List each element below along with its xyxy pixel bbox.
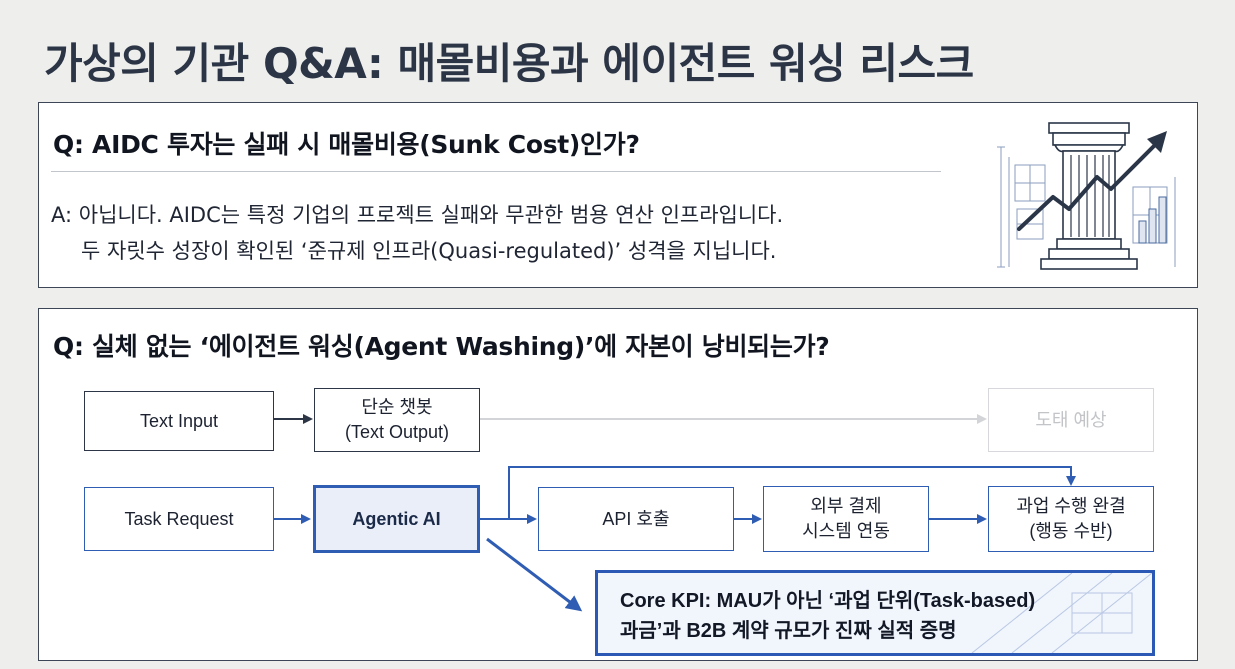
question-agent-washing: Q: 실체 없는 ‘에이전트 워싱(Agent Washing)’에 자본이 낭… — [53, 332, 830, 361]
page-title: 가상의 기관 Q&A: 매몰비용과 에이전트 워싱 리스크 — [44, 39, 974, 88]
complete-label-2: (행동 수반) — [1029, 521, 1113, 541]
simple-chatbot-box: 단순 챗봇 (Text Output) — [314, 388, 480, 452]
task-request-box: Task Request — [84, 487, 274, 551]
payment-label-2: 시스템 연동 — [802, 521, 890, 541]
answer-sunk-cost: A: 아닙니다. AIDC는 특정 기업의 프로젝트 실패와 무관한 범용 연산… — [51, 197, 783, 269]
qa-panel-sunk-cost: Q: AIDC 투자는 실패 시 매몰비용(Sunk Cost)인가? A: 아… — [38, 102, 1198, 288]
complete-label-1: 과업 수행 완결 — [1016, 496, 1126, 516]
arrow-agent-to-kpi — [486, 537, 583, 612]
flow-arrows — [274, 414, 1076, 612]
chatbot-label: 단순 챗봇 — [361, 397, 433, 417]
payment-integration-box: 외부 결제 시스템 연동 — [763, 486, 929, 552]
answer-line-1: A: 아닙니다. AIDC는 특정 기업의 프로젝트 실패와 무관한 범용 연산… — [51, 203, 784, 227]
payment-label-1: 외부 결제 — [810, 496, 882, 516]
qa-panel-agent-washing: Q: 실체 없는 ‘에이전트 워싱(Agent Washing)’에 자본이 낭… — [38, 308, 1198, 661]
arrow-agent-bypass-to-complete — [508, 466, 1076, 519]
pillar-growth-icon — [997, 122, 1176, 270]
agentic-ai-box: Agentic AI — [313, 485, 480, 553]
answer-line-2: 두 자릿수 성장이 확인된 ‘준규제 인프라(Quasi-regulated)’… — [81, 239, 777, 263]
chatbot-sublabel: (Text Output) — [344, 422, 450, 442]
blueprint-decoration — [971, 573, 1152, 653]
kpi-line-2: 과금’과 B2B 계약 규모가 진짜 실적 증명 — [620, 620, 957, 642]
task-complete-box: 과업 수행 완결 (행동 수반) — [988, 486, 1154, 552]
text-input-box: Text Input — [84, 391, 274, 451]
kpi-line-1: Core KPI: MAU가 아닌 ‘과업 단위(Task-based) — [620, 590, 1036, 612]
obsolete-box: 도태 예상 — [988, 388, 1154, 452]
api-call-box: API 호출 — [538, 487, 734, 551]
question-sunk-cost: Q: AIDC 투자는 실패 시 매몰비용(Sunk Cost)인가? — [53, 130, 640, 159]
divider — [51, 171, 941, 172]
core-kpi-callout: Core KPI: MAU가 아닌 ‘과업 단위(Task-based) 과금’… — [595, 570, 1155, 656]
